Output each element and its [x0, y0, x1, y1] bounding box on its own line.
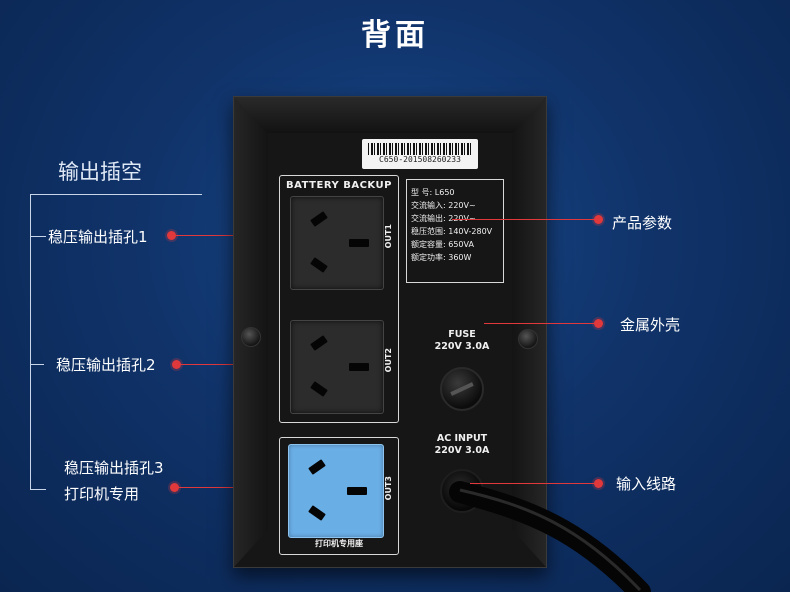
fuse-label: FUSE 220V 3.0A: [424, 329, 500, 353]
ac-input-label-line-1: AC INPUT: [436, 433, 488, 444]
power-cable-path: [449, 481, 651, 592]
fuse-holder[interactable]: [440, 367, 484, 411]
spec-rated-capacity: 额定容量: 650VA: [411, 240, 474, 249]
screw-left: [241, 327, 261, 347]
callout-dot-shell: [594, 319, 603, 328]
battery-backup-title: BATTERY BACKUP: [286, 180, 392, 191]
callout-line-outlet-1: [170, 235, 290, 236]
spec-ac-input: 交流输入: 220V~: [411, 201, 476, 210]
battery-backup-frame: BATTERY BACKUP OUT1 OUT2: [279, 175, 399, 423]
screw-right: [518, 329, 538, 349]
callout-line-input: [470, 483, 598, 484]
label-specs: 产品参数: [612, 214, 673, 232]
callout-line-shell: [484, 323, 598, 324]
socket-out2[interactable]: [290, 320, 384, 414]
label-input: 输入线路: [616, 475, 677, 493]
label-outlet-3-line-2: 打印机专用: [64, 485, 140, 503]
printer-outlet-caption: 打印机专用座: [315, 539, 363, 548]
label-outlet-1: 稳压输出插孔1: [48, 228, 148, 246]
printer-outlet-frame: OUT3 打印机专用座: [279, 437, 399, 555]
bracket-top-line: [30, 194, 202, 195]
socket-out3[interactable]: [288, 444, 384, 538]
spec-regulation-range: 稳压范围: 140V-280V: [411, 227, 493, 236]
spec-model: 型 号: L650: [411, 188, 455, 197]
socket-slot: [347, 487, 367, 495]
spec-ac-output: 交流输出: 220V~: [411, 214, 476, 223]
callout-dot-outlet-1: [167, 231, 176, 240]
ups-device-back: C650-201508260233 BATTERY BACKUP OUT1 OU…: [233, 96, 547, 568]
callout-line-specs: [452, 219, 598, 220]
spec-rated-power: 额定功率: 360W: [411, 253, 472, 262]
bracket-vertical-line: [30, 194, 31, 490]
socket-out1[interactable]: [290, 196, 384, 290]
label-outlet-2: 稳压输出插孔2: [56, 356, 156, 374]
serial-label: C650-201508260233: [362, 139, 478, 169]
label-outlet-3-line-1: 稳压输出插孔3: [64, 459, 164, 477]
ac-input-label-line-2: 220V 3.0A: [434, 445, 490, 456]
fuse-label-line-2: 220V 3.0A: [434, 341, 490, 352]
power-cable-highlight: [459, 488, 642, 592]
bracket-tick-2: [30, 364, 44, 365]
label-shell: 金属外壳: [620, 316, 681, 334]
callout-dot-specs: [594, 215, 603, 224]
callout-dot-input: [594, 479, 603, 488]
device-bevel-top: [234, 97, 546, 133]
section-title-outputs: 输出插空: [58, 160, 142, 184]
ac-input-label: AC INPUT 220V 3.0A: [424, 433, 500, 457]
callout-dot-outlet-3: [170, 483, 179, 492]
bracket-tick-1: [30, 236, 46, 237]
callout-line-outlet-3: [174, 487, 290, 488]
spec-plate: 型 号: L650 交流输入: 220V~ 交流输出: 220V~ 稳压范围: …: [406, 179, 504, 283]
socket-slot: [349, 239, 369, 247]
fuse-label-line-1: FUSE: [448, 329, 476, 340]
socket-slot: [349, 363, 369, 371]
callout-dot-outlet-2: [172, 360, 181, 369]
page-title: 背面: [361, 18, 429, 53]
bracket-tick-3: [30, 489, 46, 490]
